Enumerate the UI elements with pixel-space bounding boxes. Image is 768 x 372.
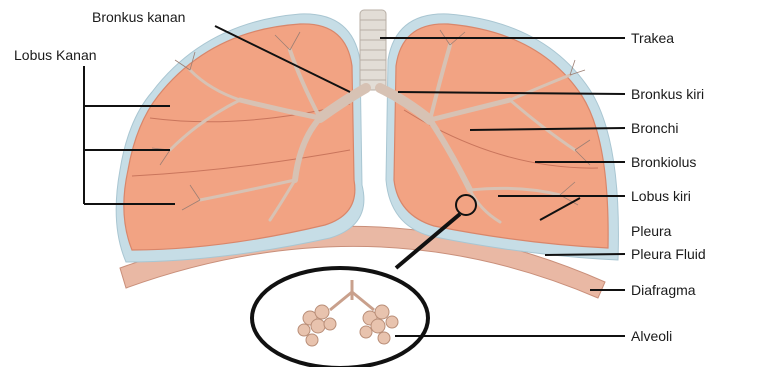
trachea (360, 10, 386, 90)
label-lobus-kanan: Lobus Kanan (14, 47, 97, 63)
left-lung (394, 24, 608, 248)
label-bronkus-kiri: Bronkus kiri (631, 86, 704, 102)
label-alveoli: Alveoli (631, 328, 672, 344)
label-pleura: Pleura (631, 223, 672, 239)
label-bronchi: Bronchi (631, 120, 678, 136)
label-bronkiolus: Bronkiolus (631, 154, 696, 170)
line-pleura-fluid (545, 254, 625, 255)
label-lobus-kiri: Lobus kiri (631, 188, 691, 204)
alveoli-zoom-circle (252, 268, 428, 367)
label-bronkus-kanan: Bronkus kanan (92, 9, 185, 25)
right-lung (124, 24, 355, 250)
label-trakea: Trakea (631, 30, 674, 46)
label-pleura-fluid: Pleura Fluid (631, 246, 706, 262)
label-diafragma: Diafragma (631, 282, 696, 298)
